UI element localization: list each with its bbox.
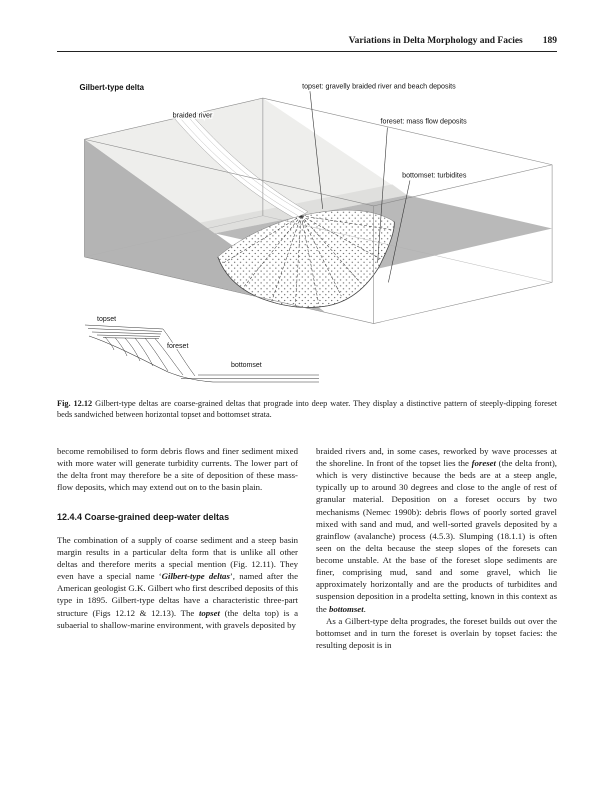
bottomset-figure-label: bottomset: turbidites (402, 171, 467, 179)
section-topset-label: topset (97, 316, 116, 323)
right-paragraph-2: As a Gilbert-type delta progrades, the f… (316, 615, 557, 650)
left-column: become remobilised to form debris flows … (57, 445, 298, 651)
leader-lines (309, 91, 411, 283)
topset-leader-line (309, 91, 323, 209)
topset-figure-label: topset: gravelly braided river and beach… (302, 82, 456, 90)
delta-cross-section: topset foreset bottomset (84, 316, 319, 383)
running-head: Variations in Delta Morphology and Facie… (57, 36, 557, 52)
right-paragraph-1: braided rivers and, in some cases, rewor… (316, 445, 557, 614)
topset-layers (84, 324, 164, 339)
fan-rim (217, 221, 395, 308)
bottomset-layers (181, 374, 319, 379)
right-column: braided rivers and, in some cases, rewor… (316, 445, 557, 651)
figure-caption: Fig. 12.12 Gilbert-type deltas are coars… (57, 399, 557, 421)
delta-block-diagram: Gilbert-type delta braided river topset:… (80, 82, 553, 324)
box-wireframe (84, 97, 553, 324)
delta-fan (217, 209, 395, 308)
section-bottomset-label: bottomset (231, 362, 262, 369)
body-columns: become remobilised to form debris flows … (57, 445, 557, 651)
foreset-figure-label: foreset: mass flow deposits (381, 118, 468, 126)
figure-caption-number: Fig. 12.12 (57, 399, 93, 408)
foreset-beds (104, 328, 196, 377)
basement-line (88, 335, 319, 383)
braided-river (174, 114, 309, 219)
foreset-leader-line (377, 127, 388, 263)
page-number: 189 (542, 36, 557, 46)
left-paragraph-2: The combination of a supply of coarse se… (57, 534, 298, 630)
diagram-title-label: Gilbert-type delta (80, 83, 145, 92)
fan-stipple (217, 210, 395, 308)
left-paragraph-1: become remobilised to form debris flows … (57, 445, 298, 493)
section-heading: 12.4.4 Coarse-grained deep-water deltas (57, 512, 230, 523)
figure-caption-text: Gilbert-type deltas are coarse-grained d… (57, 399, 557, 419)
running-head-title: Variations in Delta Morphology and Facie… (348, 36, 523, 46)
section-foreset-label: foreset (167, 343, 188, 350)
braided-river-label: braided river (173, 112, 213, 120)
figure-12-12: Gilbert-type delta braided river topset:… (57, 76, 557, 421)
bottomset-leader-line (388, 180, 411, 283)
